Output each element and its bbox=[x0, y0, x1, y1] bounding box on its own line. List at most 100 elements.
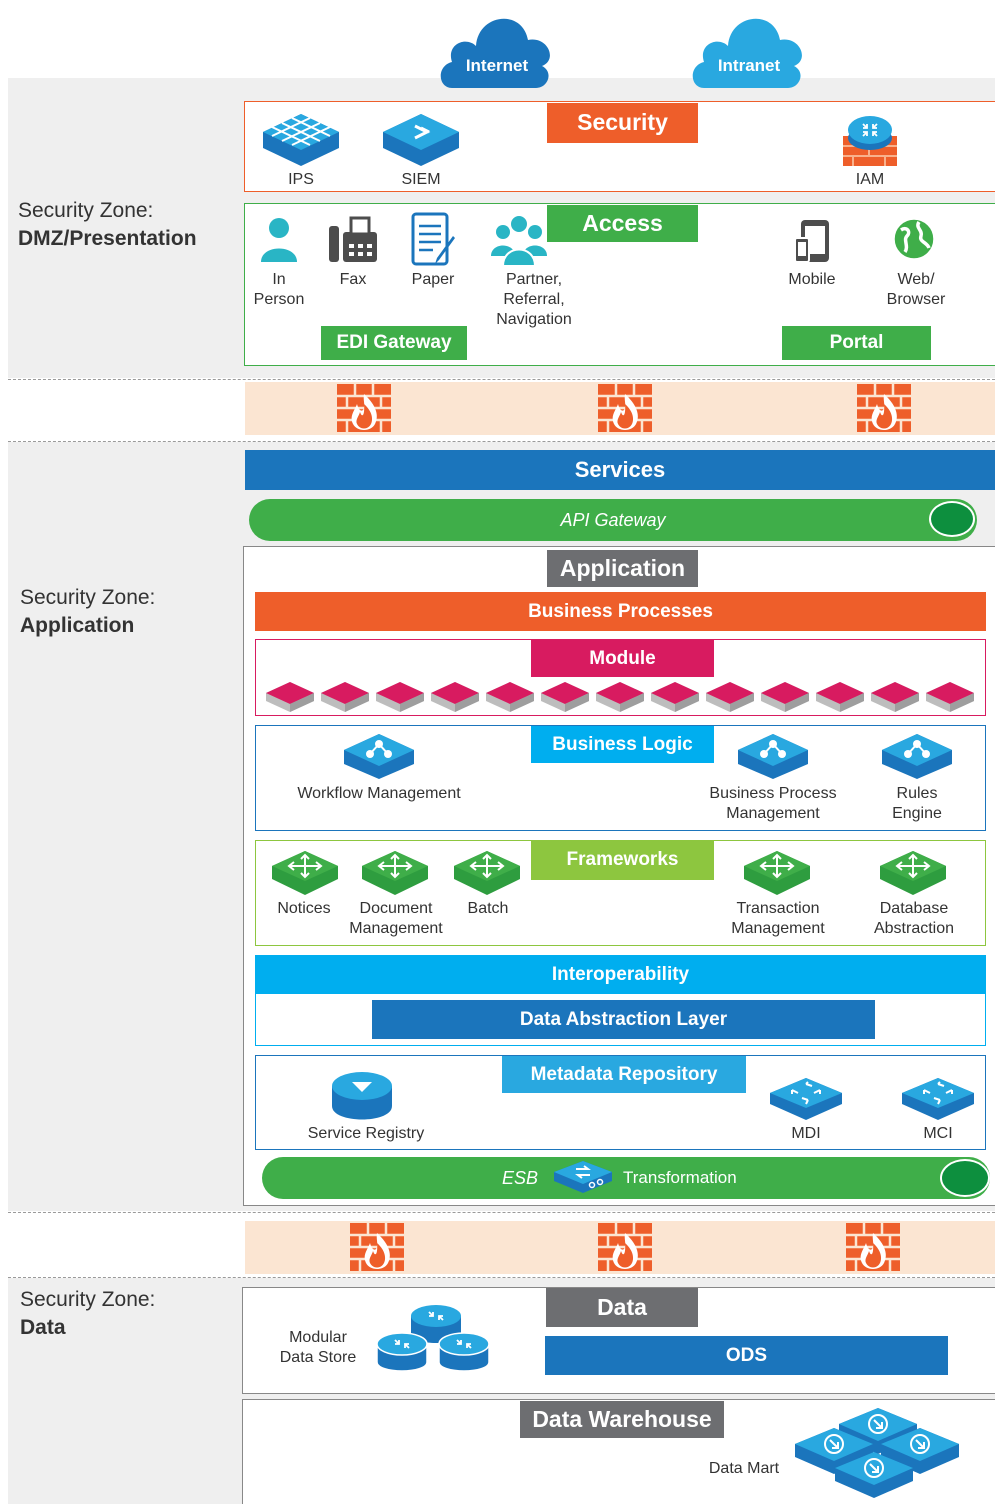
metadata-repository-header: Metadata Repository bbox=[502, 1056, 746, 1093]
label-line: Web/ bbox=[897, 271, 935, 288]
module-block-icon bbox=[924, 680, 976, 714]
api-gateway-bar: API Gateway bbox=[249, 499, 977, 541]
label-line: Management bbox=[349, 920, 443, 937]
label-line: Referral, bbox=[503, 291, 565, 308]
ods-bar: ODS bbox=[545, 1336, 948, 1375]
framework-cube-icon bbox=[360, 849, 430, 897]
access-header: Access bbox=[547, 205, 698, 242]
module-panel: Module bbox=[255, 639, 986, 716]
person-icon bbox=[261, 218, 297, 262]
data-mart-cube-icon bbox=[833, 1450, 915, 1500]
business-processes-bar: Business Processes bbox=[255, 592, 986, 631]
application-header: Application bbox=[547, 550, 698, 587]
transformation-icon bbox=[554, 1161, 612, 1193]
mdi-label: MDI bbox=[791, 1125, 821, 1142]
web-browser-label: Web/ Browser bbox=[873, 270, 959, 310]
label-line: Rules bbox=[896, 785, 938, 802]
data-mart-icon bbox=[793, 1406, 963, 1506]
cloud-icon bbox=[440, 18, 550, 88]
workflow-icon bbox=[344, 734, 414, 779]
module-block-icon bbox=[539, 680, 591, 714]
services-bar: Services bbox=[245, 450, 995, 490]
zone-divider bbox=[8, 441, 995, 442]
edi-gateway-bar: EDI Gateway bbox=[321, 326, 467, 360]
intranet-cloud: Intranet bbox=[688, 0, 810, 90]
data-abstraction-layer-bar: Data Abstraction Layer bbox=[372, 1000, 875, 1039]
firewall-icon bbox=[348, 1221, 406, 1273]
esb-label: ESB bbox=[502, 1168, 539, 1188]
ips-label: IPS bbox=[288, 171, 314, 188]
module-block-icon bbox=[429, 680, 481, 714]
iam-label: IAM bbox=[855, 171, 885, 188]
mobile-icon bbox=[794, 220, 829, 263]
application-panel: Application Business Processes Module Bu… bbox=[243, 546, 995, 1206]
module-block-row bbox=[264, 680, 980, 716]
partner-label: Partner, Referral, Navigation bbox=[481, 270, 587, 330]
portal-bar: Portal bbox=[782, 326, 931, 360]
zone-label-name: Application bbox=[20, 614, 135, 637]
transformation-label: Transformation bbox=[623, 1168, 737, 1187]
firewall-icon bbox=[855, 382, 913, 434]
bpm-icon bbox=[738, 734, 808, 779]
esb-endpoint bbox=[940, 1159, 990, 1197]
firewall-icon bbox=[596, 1221, 654, 1273]
zone-label-line: Security Zone: bbox=[20, 586, 156, 609]
firewall-icon bbox=[844, 1221, 902, 1273]
label-line: Transaction bbox=[736, 900, 820, 917]
label-line: In bbox=[272, 271, 286, 288]
modular-data-store-icon bbox=[376, 1305, 490, 1372]
internet-cloud: Internet bbox=[436, 0, 558, 90]
data-mart-cube-icon bbox=[879, 1426, 961, 1476]
rules-engine-label: Rules Engine bbox=[872, 784, 962, 824]
paper-label: Paper bbox=[411, 271, 455, 288]
data-panel: Data Modular Data Store ODS bbox=[242, 1287, 995, 1394]
zone-divider bbox=[8, 1277, 995, 1278]
intranet-label: Intranet bbox=[717, 56, 781, 75]
framework-cube-icon bbox=[878, 849, 948, 897]
label-line: Database bbox=[879, 900, 949, 917]
interoperability-panel: Interoperability Data Abstraction Layer bbox=[255, 955, 986, 1046]
label-line: Abstraction bbox=[873, 920, 955, 937]
mobile-label: Mobile bbox=[788, 271, 836, 288]
bpm-label: Business Process Management bbox=[688, 784, 858, 824]
fax-label: Fax bbox=[339, 271, 367, 288]
label-line: Data Store bbox=[279, 1349, 357, 1366]
metadata-panel: Metadata Repository Service Registry MDI… bbox=[255, 1055, 986, 1150]
batch-label: Batch bbox=[467, 900, 509, 917]
cloud-icon bbox=[692, 18, 802, 88]
data-warehouse-header: Data Warehouse bbox=[520, 1401, 724, 1438]
module-block-icon bbox=[649, 680, 701, 714]
mci-label: MCI bbox=[923, 1125, 953, 1142]
interoperability-header: Interoperability bbox=[255, 955, 986, 994]
document-management-label: Document Management bbox=[336, 899, 456, 939]
label-line: Navigation bbox=[496, 311, 572, 328]
zone-label-line: Security Zone: bbox=[20, 1288, 156, 1311]
siem-label: SIEM bbox=[401, 171, 441, 188]
module-block-icon bbox=[814, 680, 866, 714]
esb-bar: ESB Transformation bbox=[262, 1157, 990, 1199]
modular-data-store-label: Modular Data Store bbox=[263, 1328, 373, 1368]
workflow-label: Workflow Management bbox=[297, 785, 461, 802]
firewall-icon bbox=[335, 382, 393, 434]
zone-label-data: Security Zone: Data bbox=[20, 1286, 155, 1342]
globe-icon bbox=[893, 218, 935, 260]
database-abstraction-label: Database Abstraction bbox=[854, 899, 974, 939]
module-block-icon bbox=[484, 680, 536, 714]
security-header: Security bbox=[547, 103, 698, 143]
frameworks-header: Frameworks bbox=[531, 841, 714, 880]
service-registry-icon bbox=[332, 1072, 392, 1120]
internet-label: Internet bbox=[465, 56, 529, 75]
siem-icon bbox=[383, 114, 459, 166]
label-line: Modular bbox=[289, 1329, 347, 1346]
zone-label-name: Data bbox=[20, 1316, 66, 1339]
paper-icon bbox=[411, 212, 455, 266]
ips-icon bbox=[263, 114, 339, 166]
framework-cube-icon bbox=[452, 849, 522, 897]
label-line: Management bbox=[731, 920, 825, 937]
zone-label-line: Security Zone: bbox=[18, 199, 154, 222]
label-line: Document bbox=[359, 900, 433, 917]
zone-label-application: Security Zone: Application bbox=[20, 584, 155, 640]
fax-icon bbox=[329, 216, 377, 262]
firewall-icon bbox=[596, 382, 654, 434]
business-logic-header: Business Logic bbox=[531, 726, 714, 763]
